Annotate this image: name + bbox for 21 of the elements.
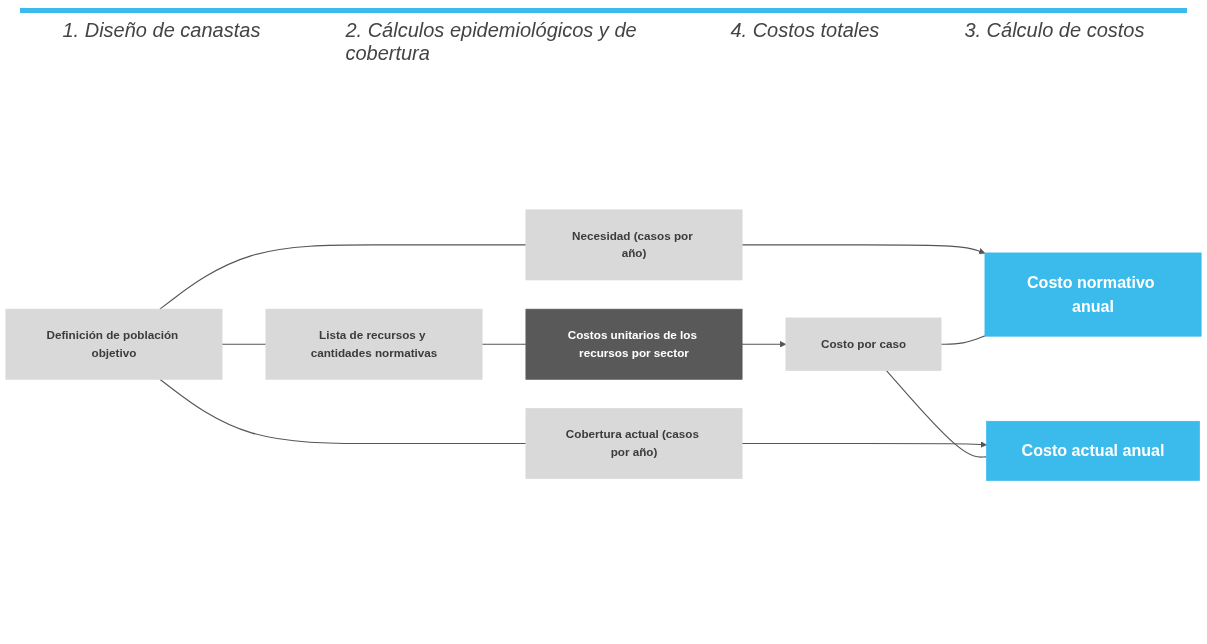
node-box: Lista de recursos y cantidades normativas	[265, 308, 483, 380]
connector	[159, 378, 527, 444]
section-heading: 2. Cálculos epidemiológicos y de cobertura	[345, 19, 638, 65]
node-box: Costos unitarios de los recursos por sector	[525, 308, 743, 380]
arrow	[741, 441, 987, 448]
node-box: Necesidad (casos por año)	[525, 209, 743, 281]
connector	[221, 343, 267, 345]
section-heading: 4. Costos totales	[730, 19, 880, 43]
node-box: Costo normativo anual	[984, 252, 1202, 337]
connector	[481, 343, 527, 345]
section-heading: 3. Cálculo de costos	[964, 19, 1145, 43]
section-heading: 1. Diseño de canastas	[62, 19, 261, 43]
node-box: Costo por caso	[785, 317, 942, 371]
connector	[940, 335, 986, 345]
connector	[885, 369, 988, 458]
node-box: Definición de población objetivo	[5, 308, 223, 380]
node-box: Cobertura actual (casos por año)	[525, 408, 743, 479]
arrow	[741, 244, 986, 255]
connector	[159, 244, 527, 310]
arrow	[741, 340, 787, 348]
node-box: Costo actual anual	[986, 420, 1200, 481]
